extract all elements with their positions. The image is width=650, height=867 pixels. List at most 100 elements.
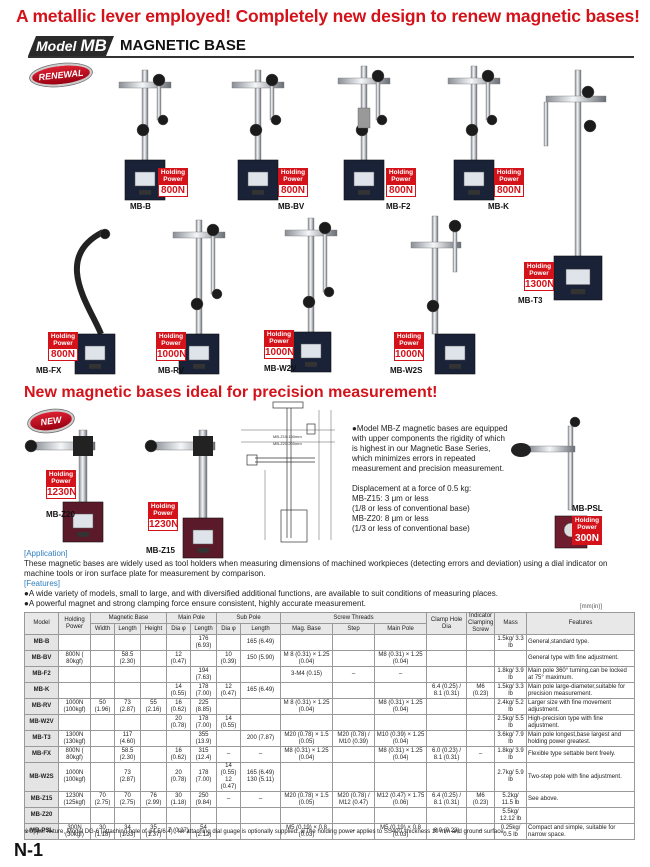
renewal-badge: RENEWAL [29, 60, 93, 90]
col-height: Height [140, 623, 167, 635]
magnetic-base-illustration [543, 69, 607, 301]
model-name: MAGNETIC BASE [120, 37, 246, 54]
table-cell: – [466, 746, 496, 763]
table-cell: 6.4 (0.25) / 8.1 (0.31) [426, 682, 468, 699]
holding-power-title: Holding Power [48, 332, 78, 348]
product-label: MB-Z15 [146, 546, 175, 555]
table-cell [90, 730, 115, 747]
product-label: MB-W2S [390, 366, 423, 375]
table-cell: M 8 (0.31) × 1.25 (0.04) [280, 698, 334, 715]
holding-power-title: Holding Power [572, 516, 602, 532]
table-cell [140, 730, 167, 747]
table-cell [466, 730, 496, 747]
table-cell: 165 (6.49) 130 (5.11) [239, 762, 282, 792]
col-indicator-screw: Indicator Clamping Screw [466, 612, 496, 635]
table-cell: MB-W2V [24, 714, 59, 731]
table-cell: 1000N (100kgf) [58, 762, 91, 792]
col-holding-power: Holding Power [58, 612, 91, 635]
table-cell [494, 650, 528, 667]
table-cell: See above. [526, 791, 636, 808]
table-cell: 6.4 (0.25) / 8.1 (0.31) [426, 791, 468, 808]
table-cell: 1.8kg/ 3.9 lb [494, 666, 528, 683]
holding-power-title: Holding Power [278, 168, 308, 184]
col-clamp-hole: Clamp Hole Dia [426, 612, 468, 635]
product-label: MB-BV [278, 202, 305, 211]
table-cell [140, 746, 167, 763]
table-cell: 6.0 (0.23) [426, 823, 468, 840]
magnetic-base-illustration [144, 429, 224, 559]
holding-power-value: 300N [572, 532, 602, 545]
feature-item: ●A wide variety of models, small to larg… [24, 589, 498, 598]
holding-power-value: 1230N [148, 518, 179, 531]
table-cell: MB-B [24, 634, 59, 651]
holding-power-title: Holding Power [158, 168, 188, 184]
table-cell: 250 (9.84) [190, 791, 217, 808]
model-tag: Model MB [28, 36, 114, 56]
table-cell: 20 (0.78) [166, 714, 191, 731]
table-cell: MB-T3 [24, 730, 59, 747]
table-cell: MB-K [24, 682, 59, 699]
table-cell: 5.2kg/ 11.5 lb [494, 791, 528, 808]
table-cell [90, 714, 115, 731]
holding-power-value: 800N [278, 184, 308, 197]
holding-power-title: Holding Power [494, 168, 524, 184]
table-cell: – [332, 666, 376, 683]
table-cell [114, 666, 141, 683]
table-cell [114, 714, 141, 731]
table-cell: 150 (5.90) [239, 650, 282, 667]
col-screw-threads: Screw Threads [280, 612, 428, 624]
table-cell [216, 666, 241, 683]
col-width: Width [90, 623, 115, 635]
description-para: ●Model MB-Z magnetic bases are equipped … [352, 424, 508, 473]
table-cell: – [216, 791, 241, 808]
holding-power-title: Holding Power [148, 502, 178, 518]
table-cell [239, 666, 282, 683]
table-cell [426, 807, 468, 824]
table-cell: MB-Z20 [24, 807, 59, 824]
technical-drawing: MB-Z15:150mm MB-Z20:200mm [241, 401, 335, 543]
table-cell: 315 (12.4) [190, 746, 217, 763]
table-cell: 14 (0.55) [216, 714, 241, 731]
table-cell: General,standard type. [526, 634, 636, 651]
table-cell: 6.0 (0.23) / 8.1 (0.31) [426, 746, 468, 763]
table-cell: 1230N (125kgf) [58, 791, 91, 808]
table-cell: 58.5 (2.30) [114, 650, 141, 667]
drawing-label-z15: MB-Z15:150mm [273, 434, 302, 439]
table-cell [58, 682, 91, 699]
table-cell: M20 (0.78) × 1.5 (0.05) [280, 730, 334, 747]
table-cell: 1.8kg/ 3.9 lb [494, 746, 528, 763]
col-mass: Mass [494, 612, 528, 635]
magnetic-base-illustration [231, 69, 285, 201]
features-heading: [Features] [24, 579, 61, 588]
table-cell: 12 (0.47) [166, 650, 191, 667]
drawing-label-z20: MB-Z20:200mm [273, 441, 302, 446]
table-cell: 50 (1.96) [90, 698, 115, 715]
table-cell [190, 807, 217, 824]
table-cell: M8 (0.31) × 1.25 (0.04) [280, 746, 334, 763]
holding-power-title: Holding Power [156, 332, 186, 348]
table-cell: 1000N (100kgf) [58, 698, 91, 715]
holding-power-value: 1300N [524, 278, 555, 291]
table-cell [426, 730, 468, 747]
table-cell [90, 666, 115, 683]
table-cell: Larger size with fine movement adjustmen… [526, 698, 636, 715]
table-cell [216, 807, 241, 824]
col-mag-base-thread: Mag. Base [280, 623, 334, 635]
spec-table: Model Holding Power Magnetic Base Main P… [24, 612, 636, 840]
table-cell [332, 746, 376, 763]
table-cell [90, 746, 115, 763]
col-main-length: Length [190, 623, 217, 635]
table-cell [374, 807, 428, 824]
table-cell: MB-BV [24, 650, 59, 667]
table-cell: 178 (7.00) [190, 714, 217, 731]
table-cell [140, 714, 167, 731]
table-cell [466, 714, 496, 731]
table-cell: Flexible type settable bent freely. [526, 746, 636, 763]
col-main-dia: Dia φ [166, 623, 191, 635]
table-cell [332, 650, 376, 667]
